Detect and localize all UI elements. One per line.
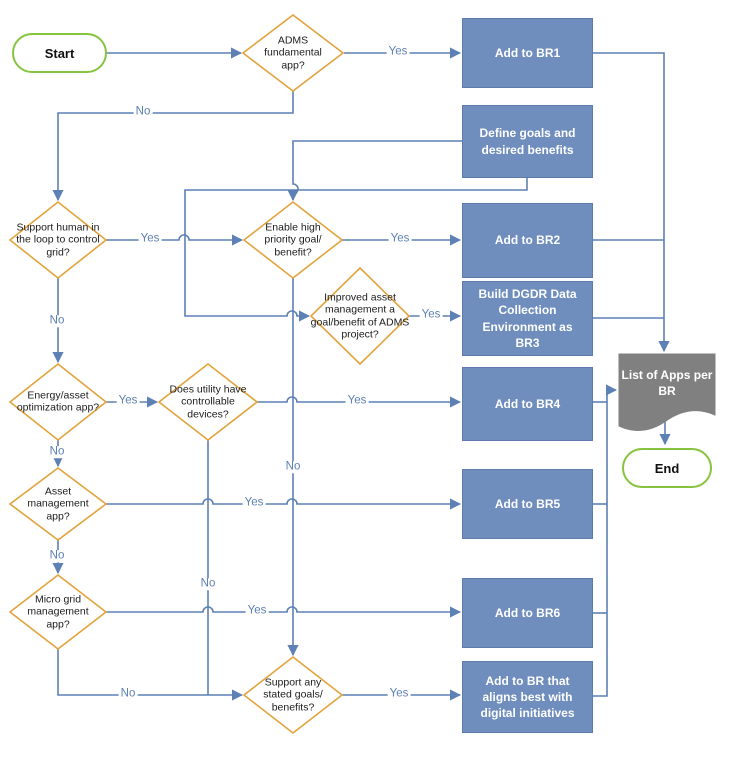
document-list-apps-label: List of Apps per BR xyxy=(621,368,713,398)
decision-support-human-shape xyxy=(8,200,108,280)
decision-micro-grid-shape xyxy=(8,573,108,651)
connector-right-collector-listapps xyxy=(593,384,618,697)
decision-enable-goal-label: Enable high priority goal/ benefit? xyxy=(264,221,322,259)
decision-controllable-label: Does utility have controllable devices? xyxy=(169,383,247,421)
edge-label-yes: Yes xyxy=(387,687,411,700)
start-label: Start xyxy=(44,45,75,61)
decision-energy-opt-label: Energy/asset optimization app? xyxy=(16,389,100,414)
process-define-goals: Define goals and desired benefits xyxy=(462,105,593,178)
process-br2: Add to BR2 xyxy=(462,203,593,278)
connector-define-enable xyxy=(287,140,462,202)
edge-label-yes: Yes xyxy=(116,394,140,407)
connector-controllable-yes-br4 xyxy=(257,396,462,408)
edge-label-yes: Yes xyxy=(386,45,410,58)
process-br4-label: Add to BR4 xyxy=(494,396,561,411)
edge-label-no: No xyxy=(118,687,138,700)
connector-micro-yes-br6 xyxy=(106,606,462,618)
connector-define-improved xyxy=(184,178,528,322)
decision-asset-mgmt-label: Asset management app? xyxy=(27,485,89,523)
connector-asset-yes-br5 xyxy=(106,498,462,510)
edge-label-yes: Yes xyxy=(242,496,266,509)
edge-label-yes: Yes xyxy=(345,394,369,407)
edge-label-no: No xyxy=(198,577,218,590)
decision-support-human-label: Support human in the loop to control gri… xyxy=(16,221,100,259)
connector-adms-no xyxy=(52,91,294,202)
decision-controllable-shape xyxy=(157,362,259,442)
process-br2-label: Add to BR2 xyxy=(494,233,561,248)
decision-asset-mgmt-shape xyxy=(8,467,108,541)
edge-label-yes: Yes xyxy=(388,232,412,245)
edge-label-yes: Yes xyxy=(138,232,162,245)
decision-adms-label: ADMS fundamental app? xyxy=(264,34,322,72)
connector-br1-listapps xyxy=(593,52,670,353)
decision-support-goals-shape xyxy=(242,655,344,735)
process-br6-label: Add to BR6 xyxy=(494,605,561,620)
process-br6: Add to BR6 xyxy=(462,578,593,648)
start-node: Start xyxy=(12,33,107,73)
decision-micro-grid-label: Micro grid management app? xyxy=(27,593,89,631)
end-node: End xyxy=(622,448,712,488)
process-br1: Add to BR1 xyxy=(462,18,593,88)
decision-enable-goal-shape xyxy=(242,200,344,280)
connector-micro-no xyxy=(57,649,244,701)
connector-support-yes-enable xyxy=(106,234,244,246)
end-label: End xyxy=(654,460,680,476)
edge-label-no: No xyxy=(47,314,67,327)
process-br3: Build DGDR Data Collection Environment a… xyxy=(462,281,593,356)
decision-adms-shape xyxy=(241,13,345,93)
process-br4: Add to BR4 xyxy=(462,367,593,441)
edge-label-no: No xyxy=(47,445,67,458)
document-list-apps-shape xyxy=(618,353,716,431)
decision-improved-asset-shape xyxy=(309,266,411,366)
edge-label-yes: Yes xyxy=(245,604,269,617)
decision-energy-opt-shape xyxy=(8,362,108,442)
edge-label-no: No xyxy=(47,549,67,562)
process-br-aligns: Add to BR that aligns best with digital … xyxy=(462,661,593,733)
process-br5-label: Add to BR5 xyxy=(494,496,561,511)
edge-label-yes: Yes xyxy=(419,308,443,321)
decision-support-goals-label: Support any stated goals/ benefits? xyxy=(263,676,323,714)
process-define-goals-label: Define goals and desired benefits xyxy=(479,126,576,157)
process-br5: Add to BR5 xyxy=(462,469,593,539)
process-br1-label: Add to BR1 xyxy=(494,45,561,60)
edge-label-no: No xyxy=(133,105,153,118)
edge-label-no: No xyxy=(283,460,303,473)
process-br-aligns-label: Add to BR that aligns best with digital … xyxy=(480,673,575,721)
process-br3-label: Build DGDR Data Collection Environment a… xyxy=(478,287,577,350)
decision-improved-asset-label: Improved asset management a goal/benefit… xyxy=(310,291,410,341)
